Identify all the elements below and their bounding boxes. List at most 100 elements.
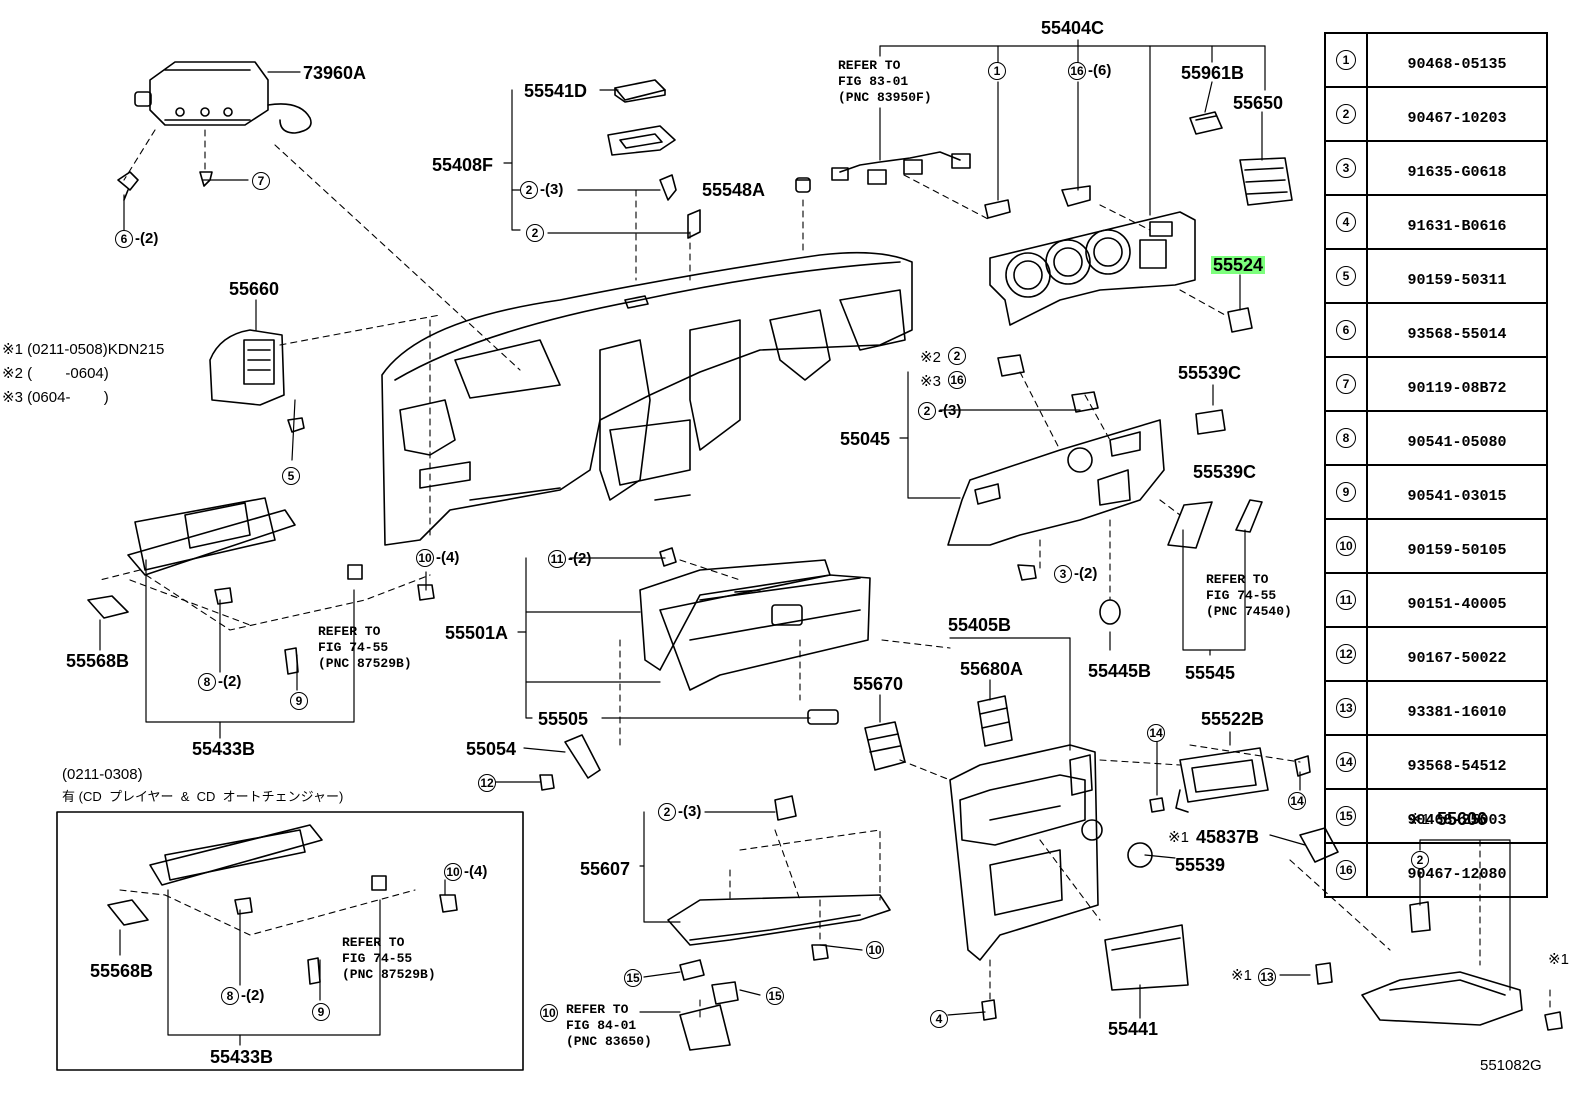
callout-2: 2 — [526, 224, 544, 242]
part-55441 — [1104, 924, 1189, 991]
parts-table-index: 15 — [1324, 788, 1368, 844]
callout-10: 10 — [444, 863, 462, 881]
parts-table-index: 13 — [1324, 680, 1368, 736]
callout-qty: -(2) — [218, 673, 242, 690]
parts-table-row: 8 90541-05080 — [1324, 410, 1548, 466]
part-55606-bracket — [1361, 901, 1523, 1026]
fastener-3 — [1017, 564, 1037, 581]
dashed-lines — [99, 129, 1551, 1021]
mark-fastener-13: ※1 — [1231, 967, 1252, 984]
callout-qty: -(3) — [540, 181, 564, 198]
parts-table-index: 4 — [1324, 194, 1368, 250]
index-circle: 8 — [1336, 428, 1356, 448]
part-55539-knob — [1127, 842, 1153, 868]
callout-8: 8 — [221, 987, 239, 1005]
part-73960A-module — [134, 61, 312, 134]
callout-9: 9 — [290, 692, 308, 710]
parts-table-part-number[interactable]: 90159-50311 — [1366, 248, 1548, 304]
callout-qty: -(2) — [568, 550, 592, 567]
callout-5: 5 — [282, 467, 300, 485]
inset-date-range: (0211-0308) — [62, 766, 143, 783]
fastener-11 — [659, 547, 677, 567]
parts-table-part-number[interactable]: 90468-25003 — [1366, 788, 1548, 844]
variant-note-1: ※1 (0211-0508)KDN215 — [2, 341, 165, 358]
index-circle: 14 — [1336, 752, 1356, 772]
label-55441: 55441 — [1108, 1019, 1159, 1039]
part-55522B — [1175, 747, 1269, 813]
part-55961B — [1189, 111, 1223, 135]
label-55505: 55505 — [538, 709, 589, 729]
fastener-4 — [981, 999, 997, 1021]
label-55405B: 55405B — [948, 615, 1012, 635]
parts-table-part-number[interactable]: 93568-55014 — [1366, 302, 1548, 358]
label-55539C-a: 55539C — [1178, 363, 1242, 383]
callout-1: 1 — [988, 62, 1006, 80]
fastener-10a — [417, 584, 435, 601]
part-55539C-b-panel — [1167, 499, 1263, 549]
part-55045-lower-panel — [947, 419, 1165, 546]
parts-table-part-number[interactable]: 91635-G0618 — [1366, 140, 1548, 196]
callout-7: 7 — [252, 172, 270, 190]
fastener-7 — [199, 171, 213, 187]
callout-qty: -(6) — [1088, 62, 1112, 79]
parts-table-index: 10 — [1324, 518, 1368, 574]
parts-table-part-number[interactable]: 90467-12080 — [1366, 842, 1548, 898]
part-55405B-center-panel — [949, 744, 1103, 961]
parts-table-part-number[interactable]: 90468-05135 — [1366, 32, 1548, 88]
callout-16: 16 — [1068, 62, 1086, 80]
parts-table-index: 16 — [1324, 842, 1368, 898]
fastener-14b — [1294, 755, 1311, 777]
part-55054 — [564, 734, 601, 779]
callout-15: 15 — [624, 969, 642, 987]
parts-table-part-number[interactable]: 93381-16010 — [1366, 680, 1548, 736]
callout-qty: -(4) — [436, 549, 460, 566]
callout-2: 2 — [918, 402, 936, 420]
parts-table-part-number[interactable]: 93568-54512 — [1366, 734, 1548, 790]
part-55404C-cluster — [989, 211, 1196, 326]
label-55522B: 55522B — [1201, 709, 1265, 729]
callout-10: 10 — [866, 941, 884, 959]
variant-note-2: ※2 ( -0604) — [2, 365, 109, 382]
diagram-code: 551082G — [1480, 1057, 1542, 1074]
label-55539: 55539 — [1175, 855, 1226, 875]
callout-2: 2 — [948, 347, 966, 365]
callout-qty: -(3) — [938, 402, 962, 419]
label-55054: 55054 — [466, 739, 517, 759]
callout-11: 11 — [548, 550, 566, 568]
callout-16: 16 — [948, 371, 966, 389]
callout-14: 14 — [1147, 724, 1165, 742]
parts-table-part-number[interactable]: 90159-50105 — [1366, 518, 1548, 574]
parts-table-part-number[interactable]: 90541-03015 — [1366, 464, 1548, 520]
part-55650-vent — [1239, 157, 1293, 206]
label-55650: 55650 — [1233, 93, 1284, 113]
parts-table-index: 7 — [1324, 356, 1368, 412]
refer-fig-74-55-c: REFER TO FIG 74-55 (PNC 87529B) — [342, 935, 436, 982]
parts-table-part-number[interactable]: 91631-B0616 — [1366, 194, 1548, 250]
refer-fig-74-55-b: REFER TO FIG 74-55 (PNC 74540) — [1206, 572, 1292, 619]
label-55433B-a: 55433B — [192, 739, 256, 759]
parts-table-part-number[interactable]: 90467-10203 — [1366, 86, 1548, 142]
parts-table-part-number[interactable]: 90119-08B72 — [1366, 356, 1548, 412]
mark-45837B: ※1 — [1168, 829, 1189, 846]
part-55524 — [1227, 307, 1253, 333]
parts-table-part-number[interactable]: 90541-05080 — [1366, 410, 1548, 466]
parts-table-index: 1 — [1324, 32, 1368, 88]
label-55548A: 55548A — [702, 180, 766, 200]
parts-table-part-number[interactable]: 90151-40005 — [1366, 572, 1548, 628]
label-55524-highlighted[interactable]: 55524 — [1211, 255, 1266, 275]
callout-14: 14 — [1288, 792, 1306, 810]
index-circle: 13 — [1336, 698, 1356, 718]
label-55433B-b: 55433B — [210, 1047, 274, 1067]
parts-table-part-number[interactable]: 90167-50022 — [1366, 626, 1548, 682]
leader-lines — [99, 39, 1511, 1046]
